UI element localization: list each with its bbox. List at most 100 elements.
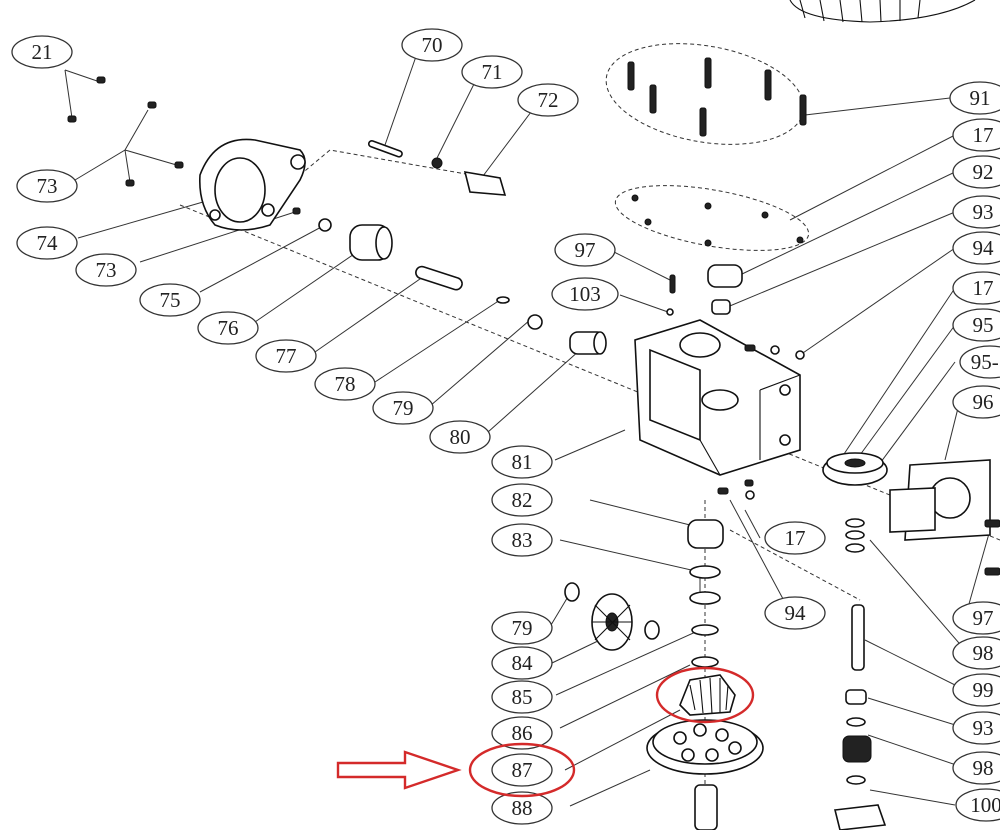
bearing-95: [822, 452, 888, 486]
svg-text:74: 74: [37, 231, 59, 255]
ball-71: [431, 157, 443, 169]
svg-text:17: 17: [973, 123, 994, 147]
screw-94a: [744, 344, 756, 352]
bevel-gear-84: [591, 593, 633, 651]
callout-73-b: 73: [75, 253, 137, 287]
highlight-annotations: [336, 666, 755, 798]
callout-99: 99: [952, 673, 1000, 707]
bushing-93b: [845, 689, 867, 705]
callout-95-1: 95-1: [959, 345, 1000, 379]
screw-21: [67, 76, 184, 187]
washer-17a: [770, 345, 780, 355]
svg-text:73: 73: [96, 258, 117, 282]
callout-21: 21: [11, 35, 73, 69]
callout-17-a: 17: [952, 118, 1000, 152]
bushing-82: [687, 519, 724, 549]
bolts-91: [627, 57, 807, 137]
gearbox-housing-81: [634, 319, 801, 476]
callout-76: 76: [197, 311, 259, 345]
ball-103: [666, 308, 674, 316]
callout-94-a: 94: [952, 231, 1000, 265]
callout-84: 84: [491, 646, 553, 680]
callout-17-c: 17: [952, 271, 1000, 305]
callout-93-a: 93: [952, 195, 1000, 229]
callout-98-b: 98: [952, 751, 1000, 785]
gear-100: [842, 735, 872, 763]
svg-text:84: 84: [512, 651, 534, 675]
callout-83: 83: [491, 523, 553, 557]
callout-73-a: 73: [16, 169, 78, 203]
gasket-holes: [631, 194, 804, 247]
svg-text:88: 88: [512, 796, 533, 820]
callout-97-b: 97: [952, 601, 1000, 635]
svg-text:99: 99: [973, 678, 994, 702]
callout-81: 81: [491, 445, 553, 479]
highlight-arrow: [336, 750, 462, 790]
svg-text:17: 17: [973, 276, 994, 300]
callout-95: 95: [952, 308, 1000, 342]
gasket-17: [614, 185, 810, 251]
svg-text:81: 81: [512, 450, 533, 474]
callout-72: 72: [517, 83, 579, 117]
callout-98-a: 98: [952, 636, 1000, 670]
washer-85: [691, 624, 719, 636]
bushing-93: [711, 299, 731, 315]
parts: [67, 57, 1000, 830]
callout-85: 85: [491, 680, 553, 714]
svg-text:100: 100: [970, 793, 1000, 817]
callout-94-b: 94: [764, 596, 826, 630]
callout-71: 71: [461, 55, 523, 89]
callout-97-a: 97: [554, 233, 616, 267]
callout-79-a: 79: [372, 391, 434, 425]
washer-75: [318, 218, 332, 232]
flange-74: [198, 138, 306, 231]
callout-82: 82: [491, 483, 553, 517]
pin-70: [367, 140, 403, 158]
highlight-ring-gear: [655, 666, 755, 724]
washer-86: [691, 656, 719, 668]
washer-17c: [745, 490, 755, 500]
callout-77: 77: [255, 339, 317, 373]
svg-text:82: 82: [512, 488, 533, 512]
svg-text:95: 95: [973, 313, 994, 337]
svg-text:73: 73: [37, 174, 58, 198]
svg-text:85: 85: [512, 685, 533, 709]
highlight-ring-callout-87: [468, 742, 576, 798]
svg-text:97: 97: [575, 238, 596, 262]
svg-text:95-1: 95-1: [971, 350, 1000, 374]
svg-text:94: 94: [973, 236, 995, 260]
svg-text:79: 79: [512, 616, 533, 640]
screw-97: [669, 274, 676, 294]
callout-86: 86: [491, 716, 553, 750]
svg-text:72: 72: [538, 88, 559, 112]
callout-78: 78: [314, 367, 376, 401]
washer-100: [846, 775, 866, 785]
shaft-88: [694, 784, 718, 830]
callout-96: 96: [952, 385, 1000, 419]
svg-text:80: 80: [450, 425, 471, 449]
washer-83a: [689, 565, 721, 579]
svg-text:76: 76: [218, 316, 239, 340]
shaft-77: [415, 265, 463, 291]
callout-75: 75: [139, 283, 201, 317]
svg-text:96: 96: [973, 390, 994, 414]
svg-text:98: 98: [973, 756, 994, 780]
svg-text:78: 78: [335, 372, 356, 396]
coupler-76: [349, 224, 393, 261]
washer-79: [527, 314, 543, 330]
callout-91: 91: [949, 81, 1000, 115]
callout-100: 100: [955, 788, 1000, 822]
svg-text:103: 103: [569, 282, 601, 306]
washer-79b: [564, 582, 580, 602]
callout-80: 80: [429, 420, 491, 454]
svg-text:93: 93: [973, 716, 994, 740]
callout-87: 87: [491, 753, 553, 787]
callout-79-b: 79: [491, 611, 553, 645]
screw-97c: [984, 567, 1000, 576]
washer-85b: [644, 620, 660, 640]
screw-94c: [744, 479, 754, 487]
screw-73: [292, 207, 301, 215]
callout-93-b: 93: [952, 711, 1000, 745]
svg-text:92: 92: [973, 160, 994, 184]
washer-17b: [795, 350, 805, 360]
